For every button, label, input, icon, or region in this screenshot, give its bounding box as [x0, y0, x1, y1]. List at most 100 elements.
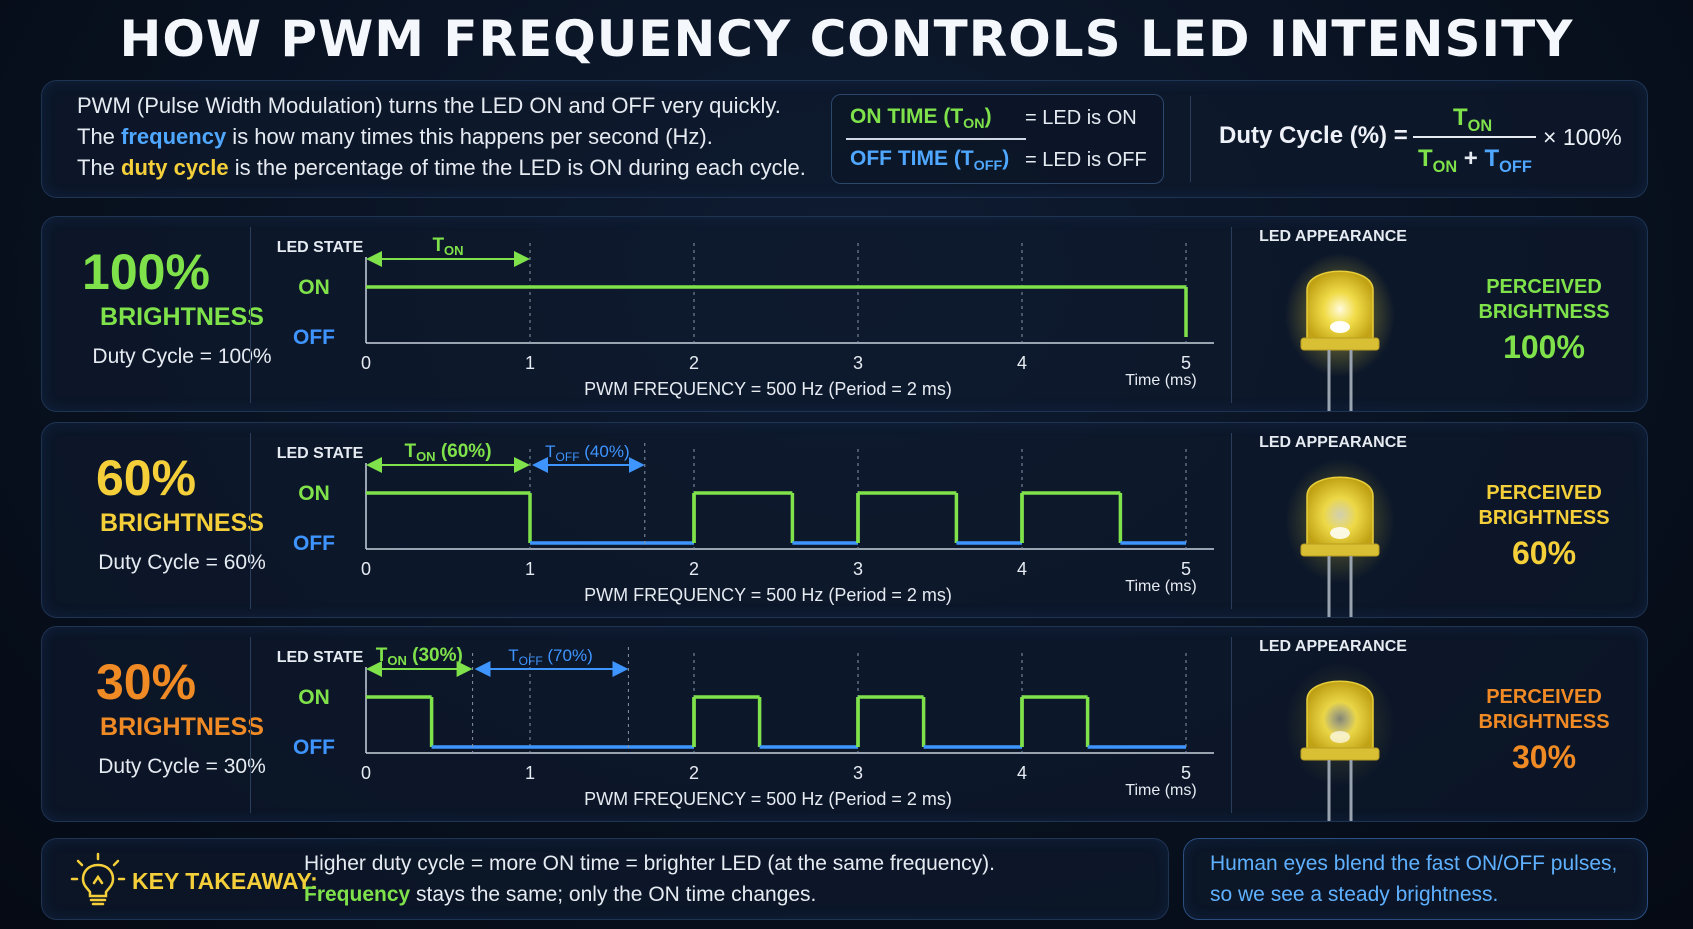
x-tick-label: 5 [1181, 353, 1191, 373]
key-takeaway-panel: KEY TAKEAWAY: Higher duty cycle = more O… [41, 838, 1169, 920]
ton-annotation: TON (30%) [376, 645, 463, 668]
row-separator-left [250, 433, 251, 609]
frequency-label: PWM FREQUENCY = 500 Hz (Period = 2 ms) [584, 789, 952, 809]
led-appearance-title: LED APPEARANCE [1259, 638, 1407, 655]
led-state-label: LED STATE [277, 649, 364, 666]
duty-row-0: 100% BRIGHTNESS Duty Cycle = 100% LED AP… [41, 216, 1648, 412]
formula-fraction-bar [1413, 136, 1536, 138]
ton-sub: ON [416, 449, 436, 464]
x-tick-label: 5 [1181, 559, 1191, 579]
off-time-label: OFF TIME (TOFF) [850, 147, 1009, 174]
perceived-word: PERCEIVED [1486, 482, 1602, 504]
intro-text: is the percentage of time the LED is ON … [228, 155, 806, 180]
x-tick-label: 4 [1017, 763, 1027, 783]
x-tick-label: 4 [1017, 353, 1027, 373]
duty-cycle-text: Duty Cycle = 30% [98, 755, 266, 778]
time-axis-label: Time (ms) [1125, 372, 1196, 389]
perceived-value: 100% [1503, 329, 1585, 365]
brightness-percent: 60% [95, 450, 197, 506]
formula-numerator: TON [1453, 104, 1492, 136]
num-sub: ON [1467, 116, 1493, 135]
x-tick-label: 2 [689, 763, 699, 783]
perceived-value: 30% [1511, 739, 1577, 775]
led-appearance-title: LED APPEARANCE [1259, 434, 1407, 451]
den-b-sub: OFF [1499, 157, 1532, 176]
row-separator-left [250, 637, 251, 813]
x-tick-label: 0 [361, 763, 371, 783]
lightbulb-icon [70, 852, 126, 906]
off-level-label: OFF [293, 736, 335, 759]
den-toff: TOFF [1485, 145, 1532, 176]
formula-multiplier: × 100% [1543, 124, 1622, 150]
intro-separator [1190, 96, 1191, 182]
brightness-label: BRIGHTNESS [100, 713, 264, 741]
ton-pct: (60%) [436, 441, 492, 462]
toff-sub: OFF [519, 654, 543, 668]
perception-line-1: Human eyes blend the fast ON/OFF pulses, [1210, 852, 1618, 875]
row-separator-left [250, 227, 251, 403]
on-sub: ON [963, 116, 985, 133]
duty-cycle-text: Duty Cycle = 60% [98, 551, 266, 574]
den-plus: + [1457, 145, 1485, 172]
definition-divider [846, 138, 1026, 140]
x-tick-label: 1 [525, 763, 535, 783]
row-separator-right [1231, 227, 1232, 403]
toff-t: T [545, 442, 555, 461]
ton-sub: ON [387, 653, 407, 668]
led-icon [1285, 459, 1395, 617]
on-close: ) [984, 105, 992, 128]
toff-pct: (40%) [580, 442, 630, 461]
frequency-label: PWM FREQUENCY = 500 Hz (Period = 2 ms) [584, 379, 952, 399]
x-tick-label: 3 [853, 763, 863, 783]
formula-label: Duty Cycle (%) = [1219, 122, 1408, 149]
intro-line-1: PWM (Pulse Width Modulation) turns the L… [77, 93, 781, 118]
x-tick-label: 1 [525, 559, 535, 579]
x-tick-label: 2 [689, 353, 699, 373]
frequency-term: Frequency [304, 883, 411, 906]
x-tick-label: 2 [689, 559, 699, 579]
off-sub: OFF [973, 158, 1003, 175]
off-level-label: OFF [293, 326, 335, 349]
intro-line-3: The duty cycle is the percentage of time… [77, 155, 806, 181]
brightness-percent: 30% [95, 654, 197, 710]
time-axis-label: Time (ms) [1125, 578, 1196, 595]
takeaway-line-1: Higher duty cycle = more ON time = brigh… [304, 852, 995, 875]
on-level-label: ON [298, 686, 330, 709]
row-separator-right [1231, 433, 1232, 609]
takeaway-line-2: Frequency stays the same; only the ON ti… [304, 883, 816, 907]
on-time-text: ON TIME (T [850, 105, 964, 128]
x-tick-label: 0 [361, 353, 371, 373]
on-time-label: ON TIME (TON) [850, 105, 992, 132]
den-ton: TON [1418, 145, 1457, 176]
x-tick-label: 3 [853, 353, 863, 373]
led-icon [1285, 663, 1395, 821]
toff-annotation: TOFF (70%) [508, 646, 592, 668]
x-tick-label: 4 [1017, 559, 1027, 579]
toff-t: T [508, 646, 518, 665]
on-level-label: ON [298, 276, 330, 299]
led-state-label: LED STATE [277, 239, 364, 256]
key-takeaway-label: KEY TAKEAWAY: [132, 868, 318, 894]
brightness-percent: 100% [82, 244, 210, 300]
led-icon [1285, 253, 1395, 411]
intro-text: The [77, 124, 122, 149]
brightness-word: BRIGHTNESS [1478, 711, 1610, 733]
toff-annotation: TOFF (40%) [545, 442, 629, 464]
ton-t: T [432, 235, 444, 256]
brightness-word: BRIGHTNESS [1478, 301, 1610, 323]
brightness-label: BRIGHTNESS [100, 303, 264, 331]
duty-row-2: 30% BRIGHTNESS Duty Cycle = 30% LED APPE… [41, 626, 1648, 822]
ton-annotation: TON [432, 235, 463, 258]
ton-t: T [404, 441, 416, 462]
den-a-sub: ON [1432, 157, 1458, 176]
duty-cycle-text: Duty Cycle = 100% [92, 345, 272, 368]
off-level-label: OFF [293, 532, 335, 555]
on-time-desc: = LED is ON [1025, 107, 1137, 129]
ton-sub: ON [444, 243, 464, 258]
perception-note-panel: Human eyes blend the fast ON/OFF pulses,… [1183, 838, 1648, 920]
